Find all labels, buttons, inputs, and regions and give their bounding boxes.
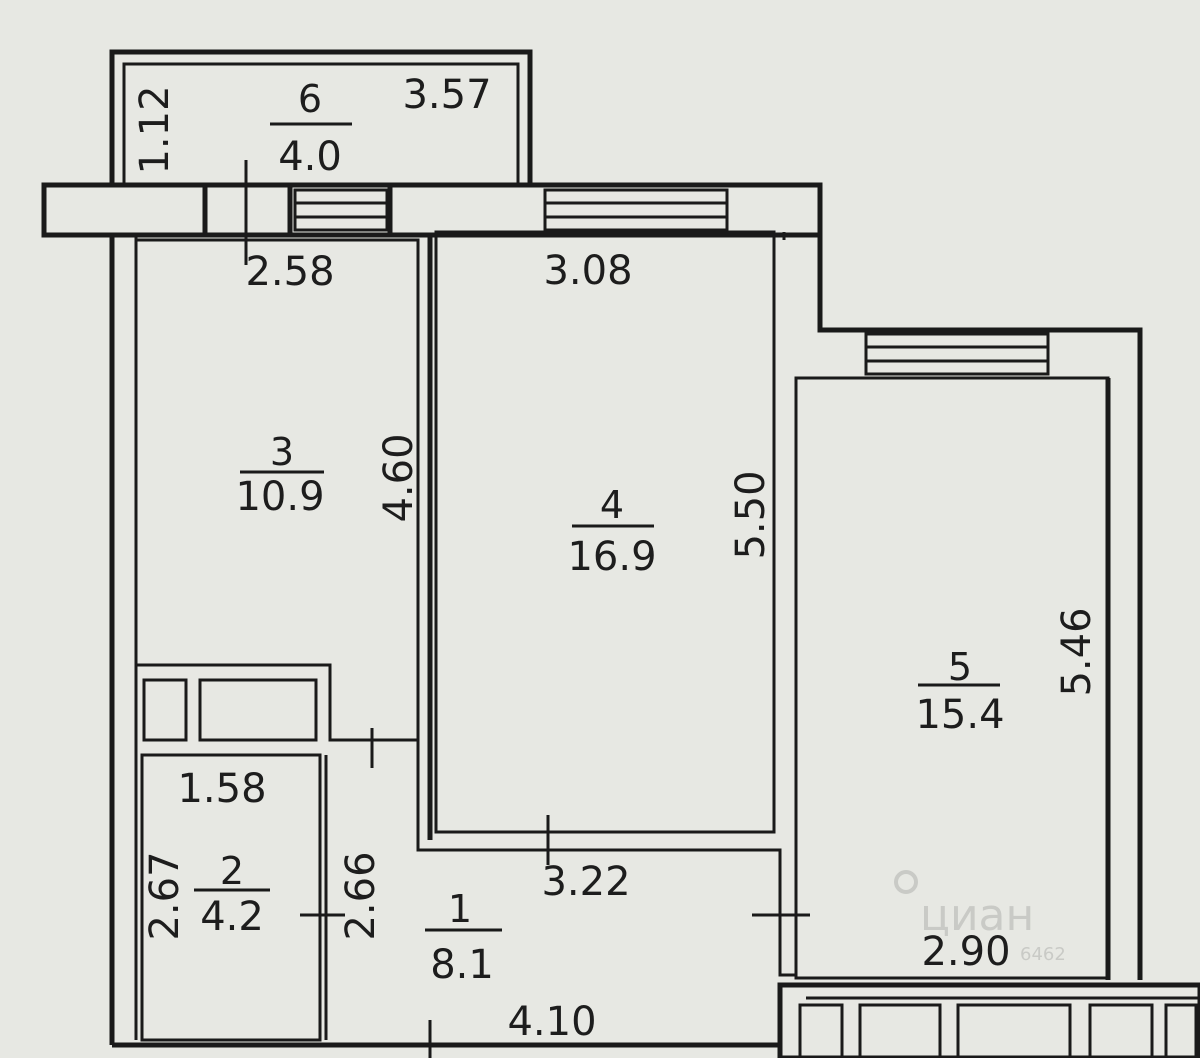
dim-balcony-depth: 1.12	[132, 85, 178, 174]
room-5-number: 5	[948, 645, 972, 689]
watermark: циан 6462	[894, 870, 1066, 965]
dim-hall-side: 2.66	[338, 851, 384, 940]
watermark-code: 6462	[1020, 944, 1066, 965]
window-bottom-4	[1088, 1003, 1154, 1058]
room-5-area: 15.4	[915, 692, 1004, 738]
room-3-area: 10.9	[235, 474, 324, 520]
dim-room4-width-top: 3.08	[543, 248, 632, 294]
dim-balcony-width: 3.57	[402, 72, 491, 118]
room-2-area: 4.2	[200, 894, 264, 940]
room-3-bottom-wall	[136, 663, 418, 742]
closet-right	[198, 678, 318, 742]
dim-bath-width: 1.58	[177, 766, 266, 812]
room-1-area: 8.1	[430, 942, 494, 988]
closets	[142, 678, 318, 742]
window-room-4	[543, 188, 729, 232]
window-bottom-3	[956, 1003, 1072, 1058]
window-bottom-5	[1164, 1003, 1198, 1058]
dim-room4-width-bottom: 3.22	[541, 859, 630, 905]
balcony-inner-wall	[122, 62, 520, 185]
dim-room5-length: 5.46	[1054, 607, 1100, 696]
location-pin-icon	[894, 870, 918, 894]
watermark-brand: циан	[920, 890, 1034, 941]
window-room-3	[293, 188, 389, 232]
dim-hall-length: 4.10	[507, 999, 596, 1045]
room-6-area: 4.0	[278, 134, 342, 180]
dim-bath-length: 2.67	[142, 851, 188, 940]
room-2-number: 2	[220, 849, 244, 893]
room-4-area: 16.9	[567, 534, 656, 580]
dim-room4-length: 5.50	[728, 470, 774, 559]
walls	[41, 49, 1200, 1058]
room-3-number: 3	[270, 430, 294, 474]
hallway-wall	[416, 740, 796, 977]
closet-left	[142, 678, 188, 742]
room-3-wall	[136, 238, 420, 740]
room-6-number: 6	[298, 77, 322, 121]
bathroom-walls	[140, 753, 322, 1042]
window-bottom-2	[858, 1003, 942, 1058]
dim-room3-width: 2.58	[245, 249, 334, 295]
room-4-number: 4	[600, 483, 624, 527]
room-1-number: 1	[448, 887, 472, 931]
window-bottom-1	[798, 1003, 844, 1058]
room-4-walls	[434, 230, 776, 834]
right-exterior-wall	[817, 185, 1143, 980]
balcony-outer-wall	[109, 49, 533, 185]
window-room-5	[864, 332, 1050, 376]
dim-room3-length: 4.60	[376, 433, 422, 522]
windows	[293, 188, 1198, 1058]
bottom-right-exterior-wall	[777, 982, 1200, 1058]
door-marks	[244, 160, 810, 1058]
dim-room5-width: 2.90	[921, 929, 1010, 975]
